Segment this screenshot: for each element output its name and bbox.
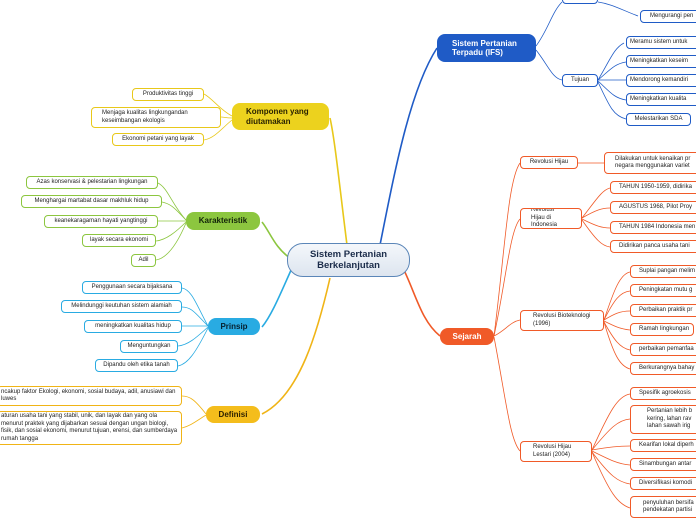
karakteristik-item[interactable]: keanekaragaman hayati yangtinggi: [44, 215, 158, 228]
topic-sistem-terpadu-line2: Terpadu (IFS): [452, 48, 503, 57]
topic-karakteristik[interactable]: Karakteristik: [186, 212, 260, 230]
central-topic-line1: Sistem Pertanian: [309, 248, 388, 260]
prinsip-item[interactable]: Dipandu oleh etika tanah: [95, 359, 178, 372]
lestari-item[interactable]: Kearifan lokal diperh: [630, 439, 696, 452]
prinsip-item[interactable]: meningkatkan kualitas hidup: [84, 320, 182, 333]
lestari-item[interactable]: Diversifikasi komodi: [630, 477, 696, 490]
sejarah-revolusi-bioteknologi[interactable]: Revolusi Bioteknologi (1996): [520, 310, 604, 331]
tujuan-item[interactable]: Meningkatkan keseim: [626, 55, 696, 68]
central-topic[interactable]: Sistem Pertanian Berkelanjutan: [287, 243, 410, 277]
tujuan-item[interactable]: Melestarikan SDA: [626, 113, 691, 126]
terpadu-upper-node[interactable]: [562, 0, 598, 4]
topic-sistem-terpadu-line1: Sistem Pertanian: [452, 38, 517, 48]
bioteknologi-item[interactable]: Peningkatan mutu g: [630, 284, 696, 297]
lestari-item[interactable]: Sinambungan antar: [630, 458, 696, 471]
prinsip-item[interactable]: Penggunaan secara bijaksana: [82, 281, 182, 294]
karakteristik-item[interactable]: Adil: [131, 254, 156, 267]
bioteknologi-item[interactable]: Berkurangnya bahay: [630, 362, 696, 375]
komponen-item[interactable]: Ekonomi petani yang layak: [112, 133, 204, 146]
revolusi-indonesia-item[interactable]: AGUSTUS 1968, Pilot Proy: [610, 201, 696, 214]
revolusi-indonesia-item[interactable]: TAHUN 1984 Indonesia men: [610, 221, 696, 234]
topic-definisi[interactable]: Definisi: [206, 406, 260, 423]
bioteknologi-item[interactable]: Ramah lingkungan: [630, 323, 694, 336]
topic-komponen[interactable]: Komponen yang diutamakan: [232, 103, 329, 130]
terpadu-tujuan[interactable]: Tujuan: [562, 74, 598, 87]
topic-sejarah[interactable]: Sejarah: [440, 328, 494, 345]
bioteknologi-item[interactable]: Suplai pangan melim: [630, 265, 696, 278]
sejarah-revolusi-hijau[interactable]: Revolusi Hijau: [520, 156, 578, 169]
sejarah-revolusi-hijau-lestari[interactable]: Revolusi Hijau Lestari (2004): [520, 441, 592, 462]
topic-komponen-line1: Komponen yang: [246, 107, 309, 117]
revolusi-indonesia-item[interactable]: TAHUN 1950-1959, didirika: [610, 181, 696, 194]
karakteristik-item[interactable]: layak secara ekonomi: [82, 234, 156, 247]
bioteknologi-item[interactable]: perbaikan pemanfaa: [630, 343, 696, 356]
tujuan-item[interactable]: Meramu sistem untuk: [626, 36, 696, 49]
lestari-item[interactable]: Pertanian lebih b kering, lahan rav laha…: [630, 405, 696, 434]
sejarah-revolusi-hijau-indonesia[interactable]: Revolusi Hijau di Indonesia: [520, 208, 582, 229]
tujuan-item[interactable]: Meningkatkan kualita: [626, 93, 696, 106]
karakteristik-item[interactable]: Menghargai martabat dasar makhluk hidup: [21, 195, 162, 208]
central-topic-line2: Berkelanjutan: [317, 260, 380, 271]
revolusi-hijau-detail[interactable]: Dilakukan untuk kenaikan pr negara mengg…: [604, 152, 696, 174]
prinsip-item[interactable]: Menguntungkan: [120, 340, 178, 353]
prinsip-item[interactable]: Melindunggi keutuhan sistem alamiah: [61, 300, 182, 313]
lestari-item[interactable]: penyuluhan bersifa pendekatan partisi: [630, 496, 696, 518]
bioteknologi-item[interactable]: Perbaikan praktik pr: [630, 304, 696, 317]
topic-sistem-terpadu[interactable]: Sistem Pertanian Terpadu (IFS): [437, 34, 536, 62]
topic-komponen-line2: diutamakan: [246, 116, 291, 126]
terpadu-upper-item[interactable]: Mengurangi pen: [640, 10, 696, 23]
karakteristik-item[interactable]: Azas konservasi & pelestarian lingkungan: [26, 176, 158, 189]
komponen-item[interactable]: Menjaga kualitas lingkungandan keseimban…: [91, 107, 221, 128]
komponen-item[interactable]: Produktivitas tinggi: [132, 88, 204, 101]
topic-prinsip[interactable]: Prinsip: [208, 318, 260, 335]
revolusi-indonesia-item[interactable]: Didirikan panca usaha tani: [610, 240, 696, 253]
lestari-item[interactable]: Spesifik agroekosis: [630, 387, 696, 400]
definisi-item[interactable]: ncakup faktor Ekologi, ekonomi, sosial b…: [0, 386, 182, 406]
tujuan-item[interactable]: Mendorong kemandiri: [626, 74, 696, 87]
definisi-item[interactable]: aturan usaha tani yang stabil, unik, dan…: [0, 411, 182, 445]
